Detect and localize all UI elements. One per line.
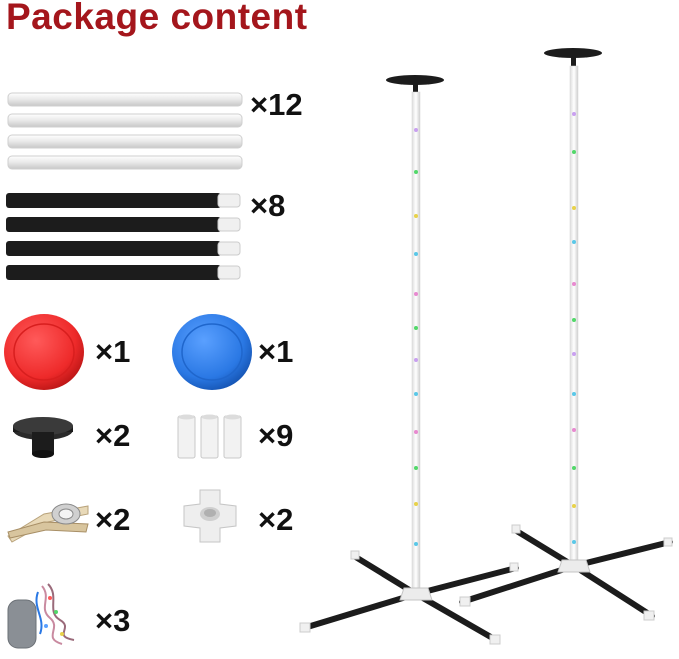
light-string-quantity: ×3 [95,603,131,638]
red-disc-image [2,312,86,392]
cross-connector-quantity: ×2 [258,502,294,537]
white-connector-quantity: ×9 [258,418,294,453]
blue-disc-image [170,312,254,392]
assembled-poles-image [290,44,676,656]
black-tubes-quantity: ×8 [250,188,286,223]
white-tubes-image [6,90,244,172]
black-cap-image [8,412,78,468]
white-connector-image [174,410,246,462]
clip-quantity: ×2 [95,502,131,537]
blue-disc-quantity: ×1 [258,334,294,369]
light-string-image [2,578,90,654]
cross-connector-image [178,484,242,550]
black-cap-quantity: ×2 [95,418,131,453]
page-title: Package content [6,0,308,37]
left-pole [299,75,519,645]
red-disc-quantity: ×1 [95,334,131,369]
white-tubes-quantity: ×12 [250,87,303,122]
clip-image [4,492,90,548]
right-pole [459,48,673,621]
black-tubes-image [4,190,244,286]
